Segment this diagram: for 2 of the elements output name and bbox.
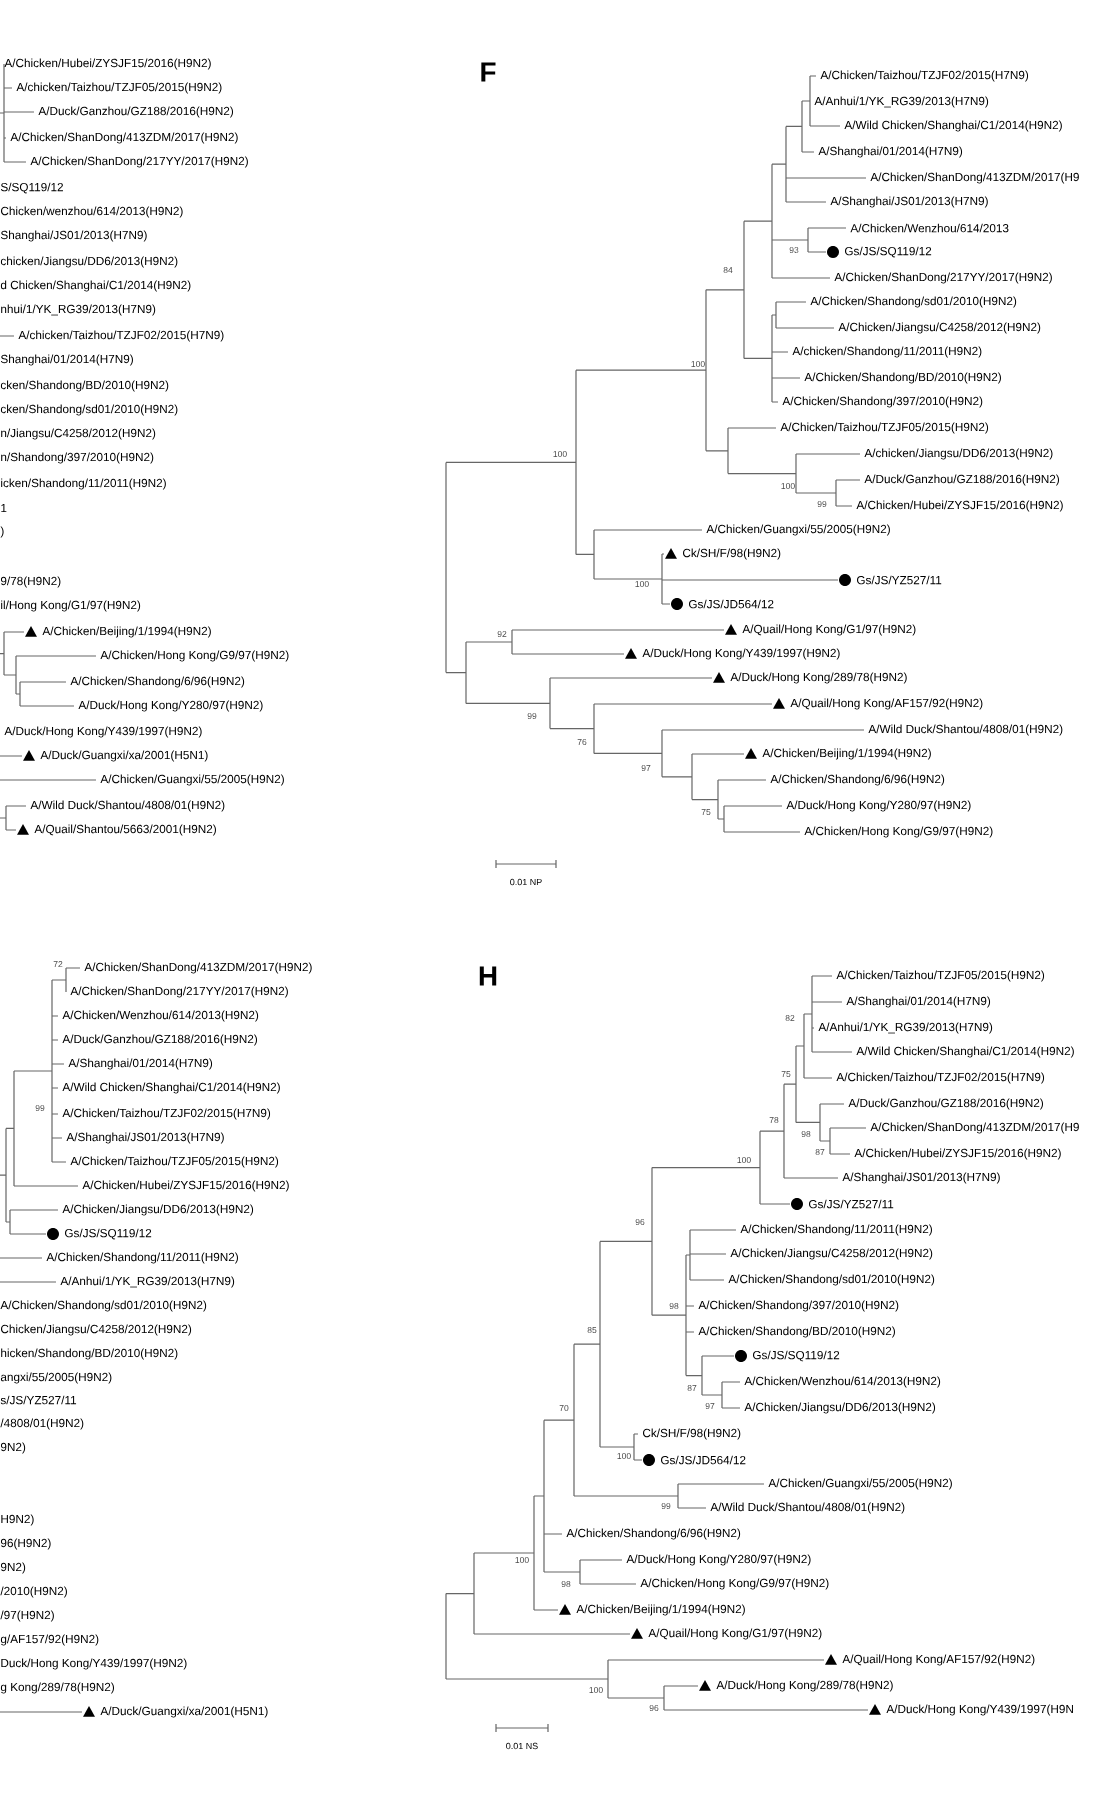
panel-letter: F bbox=[481, 62, 496, 82]
panel-letter: H bbox=[479, 966, 497, 986]
